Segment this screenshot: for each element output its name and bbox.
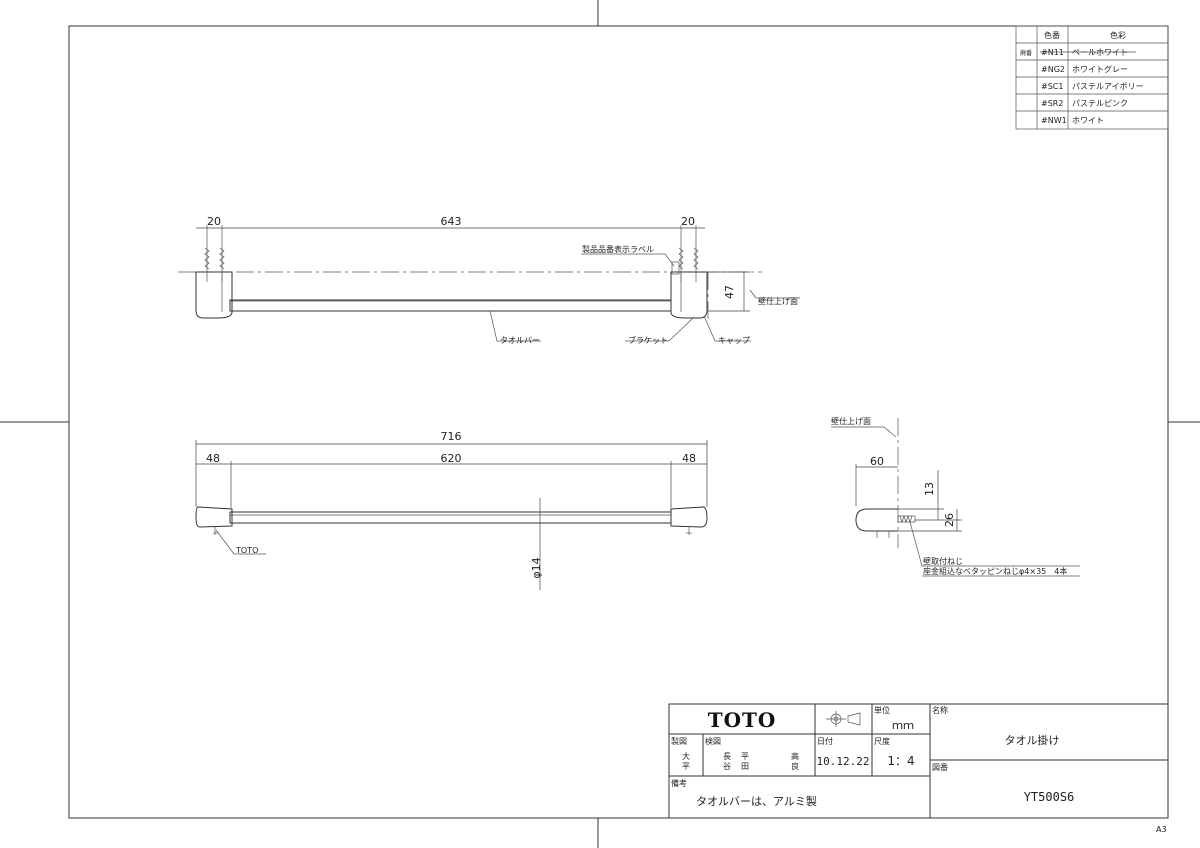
label-screw-spec: 座金組込なべタッピンねじφ4×35 4本 <box>923 566 1067 576</box>
color-name-row-3: パステルアイボリー <box>1072 82 1144 91</box>
side-dim-26: 26 <box>943 513 956 527</box>
product-code-label-mark <box>671 261 680 275</box>
top-view: 20 643 20 47 製品品番表示ラベル 壁仕上げ面 タオルバー ブラケット… <box>178 215 800 345</box>
checked-name-5: 高 <box>791 751 799 761</box>
front-dim-left: 48 <box>206 452 220 465</box>
unit-label: 単位 <box>874 705 890 715</box>
checked-name-4: 田 <box>741 762 749 771</box>
checked-name-2: 谷 <box>723 762 731 771</box>
checked-name-6: 良 <box>791 761 799 771</box>
third-angle-projection-icon <box>826 711 861 727</box>
front-dim-diameter: φ14 <box>530 557 543 578</box>
checked-name-3: 平 <box>741 752 749 761</box>
top-dim-right: 20 <box>681 215 695 228</box>
sheet-size: A3 <box>1156 825 1167 834</box>
checked-label: 検図 <box>705 736 721 746</box>
color-name-row-2: ホワイトグレー <box>1072 64 1128 74</box>
label-product-code: 製品品番表示ラベル <box>582 244 654 254</box>
front-view-right-cap <box>670 506 708 528</box>
drawing-border <box>68 25 1169 819</box>
toto-logo: TOTO <box>708 708 777 732</box>
color-table-header-name: 色彩 <box>1110 30 1126 40</box>
scale-label: 尺度 <box>874 736 890 746</box>
side-view-bracket <box>855 508 898 532</box>
label-wall-surface-top: 壁仕上げ面 <box>758 296 798 306</box>
label-towel-bar: タオルバー <box>500 336 540 345</box>
color-name-row-5: ホワイト <box>1072 116 1104 125</box>
name-value: タオル掛け <box>1005 733 1060 747</box>
top-dim-center: 643 <box>441 215 462 228</box>
front-dim-total: 716 <box>441 430 462 443</box>
color-code-row-1: #N11 <box>1041 48 1064 57</box>
side-dim-depth: 60 <box>870 455 884 468</box>
side-dim-13: 13 <box>923 482 936 496</box>
front-dim-right: 48 <box>682 452 696 465</box>
color-table-abolished-label: 廃番 <box>1020 49 1032 57</box>
color-code-row-2: #NG2 <box>1041 65 1065 74</box>
top-view-right-bracket <box>670 271 708 319</box>
color-table-header-code: 色番 <box>1044 30 1060 40</box>
top-dim-left: 20 <box>207 215 221 228</box>
label-bracket: ブラケット <box>628 335 668 345</box>
date-label: 日付 <box>817 736 833 746</box>
label-wall-surface-side: 壁仕上げ面 <box>831 416 871 426</box>
color-name-row-4: パステルピンク <box>1072 99 1128 108</box>
front-view: 716 48 620 48 φ14 TOTO <box>195 430 708 590</box>
front-view-left-cap <box>195 506 233 528</box>
drawn-name-1: 大 <box>682 751 690 761</box>
side-view: 壁仕上げ面 60 13 26 壁取付ねじ 座金組込なべタッピンねじφ4×35 4… <box>831 416 1080 577</box>
remarks-label: 備考 <box>671 778 687 788</box>
drawn-label: 製図 <box>671 736 687 746</box>
drawing-no-value: YT500S6 <box>1024 790 1075 804</box>
color-code-row-5: #NW1 <box>1041 116 1067 125</box>
color-table: 色番 色彩 廃番 #N11 ペールホワイト #NG2 ホワイトグレー #SC1 … <box>1015 25 1169 130</box>
drawn-name-2: 平 <box>682 762 690 771</box>
remarks-value: タオルバーは、アルミ製 <box>696 794 817 808</box>
label-screw-title: 壁取付ねじ <box>923 556 963 566</box>
title-block: TOTO 単位 ｍｍ 名称 タオル掛け 製図 大 平 検図 長 谷 平 田 高 … <box>668 703 1169 819</box>
top-view-left-bracket <box>195 271 233 319</box>
drawing-no-label: 図番 <box>932 762 948 772</box>
front-view-towel-bar <box>229 511 672 524</box>
color-code-row-4: #SR2 <box>1041 99 1063 108</box>
label-cap: キャップ <box>718 336 750 345</box>
side-view-screw <box>897 515 916 523</box>
date-value: 10.12.22 <box>817 755 870 768</box>
checked-name-1: 長 <box>723 752 731 761</box>
unit-value: ｍｍ <box>892 719 914 732</box>
scale-value: 1：4 <box>887 754 914 768</box>
color-name-row-1: ペールホワイト <box>1072 48 1128 57</box>
top-view-towel-bar <box>229 299 672 312</box>
front-dim-center: 620 <box>441 452 462 465</box>
color-code-row-3: #SC1 <box>1041 82 1063 91</box>
name-label: 名称 <box>932 705 948 715</box>
top-dim-height: 47 <box>723 285 736 299</box>
label-brand: TOTO <box>235 546 258 555</box>
